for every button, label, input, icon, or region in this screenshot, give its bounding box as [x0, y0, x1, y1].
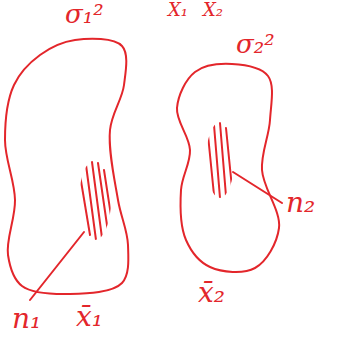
symbol-label: X₁ — [168, 0, 188, 20]
leader-line — [233, 172, 282, 203]
sample-hatch — [208, 123, 232, 198]
variance-label: σ₂² — [236, 30, 275, 59]
population-blob: σ₁² — [3, 0, 135, 300]
symbol-label: x̄₂ — [198, 278, 225, 309]
blob-path — [5, 39, 128, 294]
blob-outline — [3, 0, 135, 300]
symbol-label: X₂ — [203, 0, 223, 20]
sample-hatch — [80, 162, 112, 240]
blob-outline — [172, 30, 284, 275]
population-blob: σ₂² — [172, 30, 284, 275]
symbol-label: x̄₁ — [76, 302, 103, 333]
symbol-label: n₂ — [286, 188, 315, 219]
leader-line — [30, 232, 84, 300]
variance-label: σ₁² — [65, 0, 104, 29]
symbol-label: n₁ — [12, 304, 41, 335]
blob-path — [177, 64, 279, 272]
